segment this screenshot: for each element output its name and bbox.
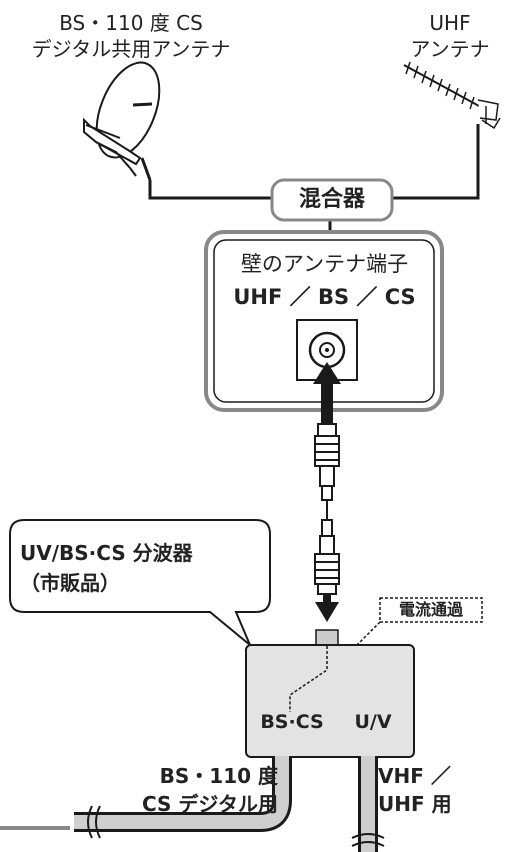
bscs-output-label: BS・110 度 CS デジタル用 <box>100 762 278 818</box>
splitter-callout-text: UV/BS·CS 分波器 （市販品） <box>20 538 193 598</box>
uhf-antenna-icon <box>403 61 501 130</box>
satellite-dish-icon <box>83 61 161 181</box>
uhf-antenna-label: UHF アンテナ <box>400 10 500 62</box>
coax-cable-connector <box>314 423 340 595</box>
uhf-antenna-label-line1: UHF <box>429 11 471 35</box>
satellite-antenna-label-line2: デジタル共用アンテナ <box>31 37 231 61</box>
bscs-output-label-line1: BS・110 度 <box>159 764 278 788</box>
uv-output-cable <box>351 756 385 852</box>
splitter-input-port <box>315 629 339 647</box>
mixer-label: 混合器 <box>298 187 365 212</box>
uv-output-label-line2: UHF 用 <box>378 792 452 816</box>
uv-output-label: VHF ／ UHF 用 <box>378 762 452 818</box>
bscs-output-cable <box>0 756 292 839</box>
arrow-up-icon <box>313 362 341 424</box>
port-uv-label: U/V <box>354 711 392 733</box>
port-bscs-label: BS·CS <box>260 711 324 733</box>
splitter-body <box>245 644 415 758</box>
wall-terminal-types: UHF ／ BS ／ CS <box>233 285 416 309</box>
splitter-callout-bubble <box>9 519 271 646</box>
splitter-callout-line2: （市販品） <box>20 571 120 595</box>
bscs-output-label-line2: CS デジタル用 <box>141 792 278 816</box>
satellite-antenna-label: BS・110 度 CS デジタル共用アンテナ <box>0 10 262 62</box>
arrow-down-icon <box>315 594 339 622</box>
uhf-antenna-label-line2: アンテナ <box>410 37 490 61</box>
satellite-antenna-label-line1: BS・110 度 CS <box>59 11 203 35</box>
uv-output-label-line1: VHF ／ <box>378 764 451 788</box>
current-pass-path <box>289 646 328 712</box>
splitter-callout-line1: UV/BS·CS 分波器 <box>20 541 193 565</box>
wall-terminal-title: 壁のアンテナ端子 <box>240 252 409 276</box>
current-pass-box <box>379 597 483 623</box>
current-pass-label: 電流通過 <box>398 600 463 619</box>
mixer-box <box>270 178 394 222</box>
